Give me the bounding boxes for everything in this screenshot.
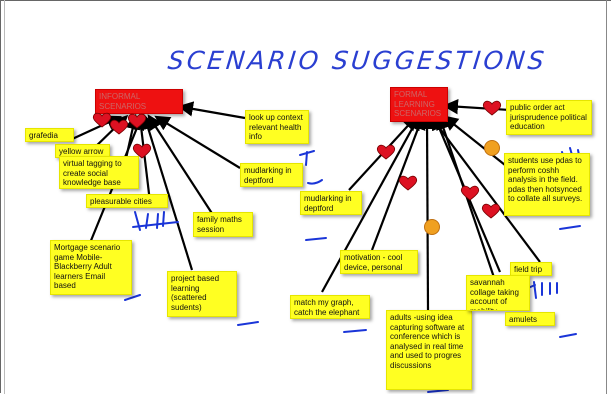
heart-icon: [398, 175, 418, 191]
vote-dot-icon: [484, 140, 500, 156]
frame-edge-right: [606, 0, 607, 394]
note-health-info: look up context relevant health info: [245, 110, 309, 144]
note-motivation: motivation - cool device, personal: [340, 250, 418, 274]
note-virtual-tagging: virtual tagging to create social knowled…: [59, 156, 139, 189]
heart-icon: [132, 143, 152, 159]
note-family-maths: family maths session: [193, 212, 253, 237]
heart-icon: [482, 100, 502, 116]
heart-icon: [109, 119, 129, 135]
note-match-my-graph: match my graph, catch the elephant: [290, 295, 370, 319]
note-public-order-act: public order act jurisprudence political…: [506, 100, 592, 135]
frame-edge: [4, 0, 5, 394]
note-savannah-collage: savannah collage taking account of mobil…: [466, 275, 530, 311]
note-adults-idea-capturing: adults -using idea capturing software at…: [386, 310, 472, 390]
note-mudlarking-informal: mudlarking in deptford: [240, 163, 303, 187]
note-pleasurable-cities: pleasurable cities: [86, 194, 168, 208]
note-amulets: amulets: [505, 312, 555, 326]
heart-icon: [460, 185, 480, 201]
heart-icon: [92, 112, 112, 128]
formal-heading-note: FORMAL LEARNING SCENARIOS: [390, 87, 448, 122]
heart-icon: [376, 144, 396, 160]
note-mortgage-scenario: Mortgage scenario game Mobile-Blackberry…: [50, 240, 132, 295]
vote-dot-icon: [424, 219, 440, 235]
note-field-trip: field trip: [510, 262, 552, 276]
note-project-based: project based learning (scattered sudent…: [167, 271, 237, 317]
heart-icon: [481, 203, 501, 219]
informal-heading-note: INFORMAL SCENARIOS: [95, 89, 183, 114]
note-mudlarking-formal: mudlarking in deptford: [300, 191, 362, 215]
note-coshh-analysis: students use pdas to perform coshh analy…: [504, 153, 590, 216]
note-grafedia: grafedia: [25, 128, 74, 142]
heart-icon: [127, 113, 147, 129]
